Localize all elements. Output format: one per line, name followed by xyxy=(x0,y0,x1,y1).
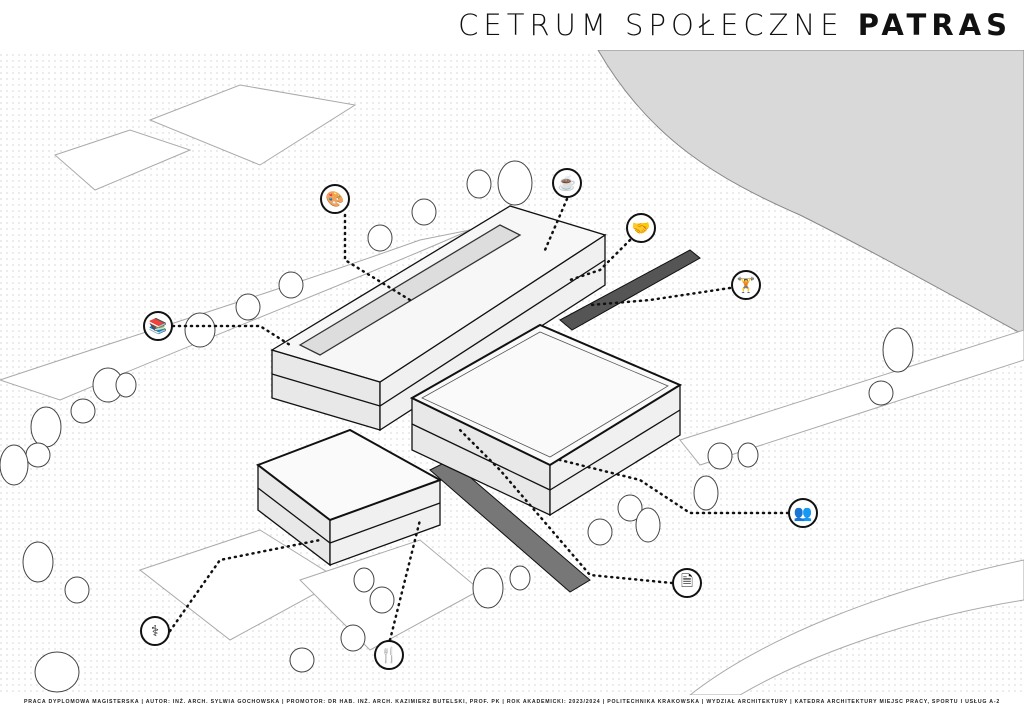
palette-icon: 🎨 xyxy=(320,184,350,214)
building-long xyxy=(270,205,607,432)
title-light: CETRUM SPOŁECZNE xyxy=(458,8,858,42)
books-icon: 📚 xyxy=(143,311,173,341)
building-small-square xyxy=(255,428,443,567)
footer-credits: PRACA DYPLOMOWA MAGISTERSKA | AUTOR: INŻ… xyxy=(23,699,1001,705)
lake xyxy=(597,50,1024,336)
page-title: CETRUM SPOŁECZNE PATRAS xyxy=(458,8,1012,42)
walkway-bridge-north xyxy=(559,249,701,331)
dumbbell-icon: 🏋 xyxy=(731,270,761,300)
axonometric-site-plan xyxy=(0,50,1024,695)
coffee-icon: ☕ xyxy=(552,168,582,198)
people-icon: 👥 xyxy=(788,498,818,528)
fork-knife-icon: 🍴 xyxy=(374,640,404,670)
title-bold: PATRAS xyxy=(857,8,1012,42)
stethoscope-icon: ⚕ xyxy=(140,616,170,646)
roads xyxy=(0,84,1024,695)
trees xyxy=(0,160,914,693)
building-large-square xyxy=(409,323,683,517)
handshake-icon: 🤝 xyxy=(626,213,656,243)
document-icon: 🗎 xyxy=(672,568,702,598)
leader-lines xyxy=(168,197,790,642)
